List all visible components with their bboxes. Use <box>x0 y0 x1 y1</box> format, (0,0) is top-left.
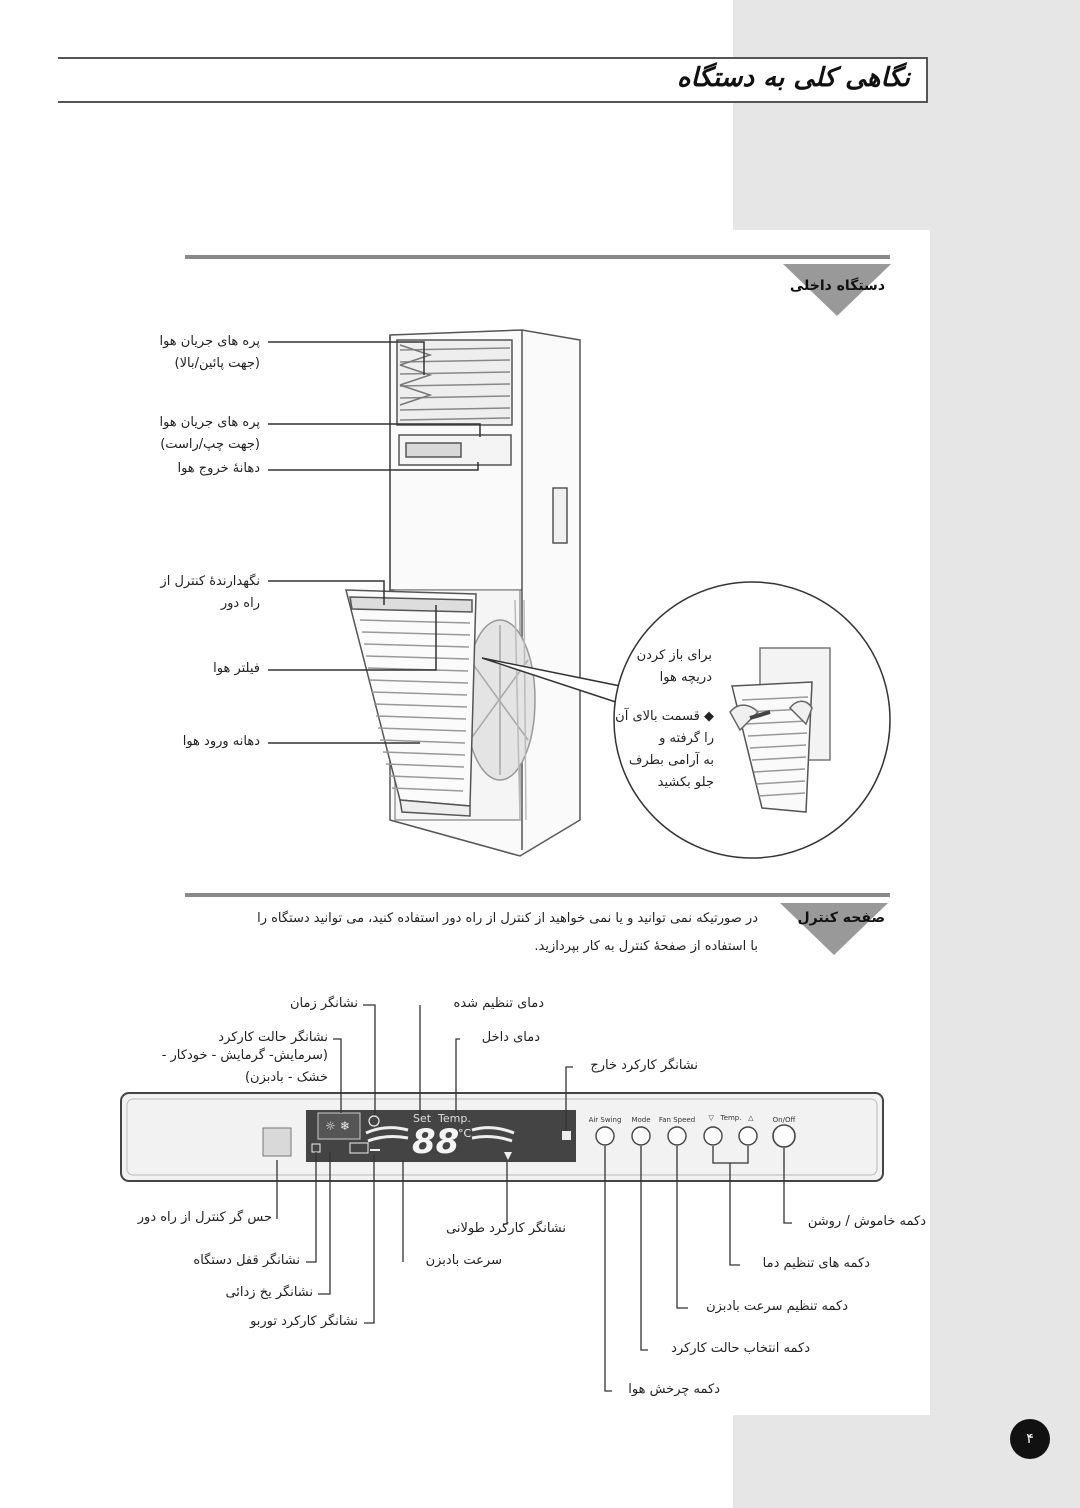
air-swing-button[interactable] <box>596 1127 614 1145</box>
label-fan-speed: سرعت بادبزن <box>425 1253 502 1268</box>
label-on-off-button: دکمه خاموش / روشن <box>807 1214 926 1229</box>
label-mode-list: (سرمایش- گرمایش - خودکار - خشک - بادبزن) <box>120 1045 328 1089</box>
caption-on-off: On/Off <box>772 1116 796 1124</box>
label-room-temp: دمای داخل <box>481 1030 540 1045</box>
label-remote-holder-text: نگهدارندۀ کنترل از <box>160 574 260 589</box>
control-intro: در صورتیکه نمی توانید و یا نمی خواهید از… <box>200 905 758 961</box>
indoor-section-title: دستگاه داخلی <box>789 278 885 294</box>
label-remote-sensor: حس گر کنترل از راه دور <box>137 1210 272 1225</box>
bullet-icon: ◆ <box>704 709 714 724</box>
label-remote-holder: نگهدارندۀ کنترل از راه دور <box>100 571 260 615</box>
inset-step-2: را گرفته و <box>659 731 714 746</box>
label-mode-list-2: خشک - بادبزن) <box>244 1070 328 1085</box>
inset-step-4: جلو بکشید <box>657 775 714 790</box>
label-long-swing: نشانگر کارکرد طولانی <box>446 1221 566 1236</box>
section-marker-control <box>780 903 888 955</box>
label-temp-buttons: دکمه های تنظیم دما <box>762 1256 870 1271</box>
mode-button[interactable] <box>632 1127 650 1145</box>
temp-down-button[interactable] <box>704 1127 722 1145</box>
inset-title-1: برای باز کردن <box>636 648 712 663</box>
section-rule-control <box>185 893 890 897</box>
label-lock: نشانگر قفل دستگاه <box>193 1253 300 1268</box>
label-vertical-louver-text: پره های جریان هوا <box>159 334 260 349</box>
label-mode-button: دکمه انتخاب حالت کارکرد <box>671 1341 810 1356</box>
inset-title-2: دریچه هوا <box>659 670 712 685</box>
side-band-top <box>733 0 1080 230</box>
label-horizontal-louver: پره های جریان هوا (جهت چپ/راست) <box>100 412 260 456</box>
label-mode-list-1: (سرمایش- گرمایش - خودکار - <box>161 1048 328 1063</box>
label-timer: نشانگر زمان <box>289 996 358 1011</box>
page-title: نگاهی کلی به دستگاه <box>677 63 910 93</box>
label-set-temp: دمای تنظیم شده <box>453 996 544 1011</box>
temp-up-button[interactable] <box>739 1127 757 1145</box>
caption-mode: Mode <box>631 1116 651 1124</box>
control-intro-line-1: در صورتیکه نمی توانید و یا نمی خواهید از… <box>257 911 758 926</box>
svg-text:☼: ☼ <box>325 1119 336 1133</box>
section-marker-indoor <box>783 264 891 316</box>
caption-temp: ▽ Temp. △ <box>708 1114 754 1122</box>
caption-fan-speed: Fan Speed <box>658 1116 696 1124</box>
side-band-right <box>930 230 1080 1508</box>
label-air-outlet: دهانۀ خروج هوا <box>177 461 260 476</box>
fan-speed-button[interactable] <box>668 1127 686 1145</box>
title-box: نگاهی کلی به دستگاه <box>58 57 928 103</box>
section-rule-indoor <box>185 255 890 259</box>
display-set-temp: Set Temp. <box>413 1112 471 1125</box>
inset-title: برای باز کردن دریچه هوا <box>600 645 712 689</box>
label-swing-button: دکمه چرخش هوا <box>628 1382 720 1397</box>
label-defrost: نشانگر یخ زدائی <box>225 1285 313 1300</box>
on-off-button[interactable] <box>773 1125 795 1147</box>
caption-air-swing: Air Swing <box>588 1116 622 1124</box>
page-number: ۴ <box>1010 1419 1050 1459</box>
display-digits: 88 <box>412 1122 460 1162</box>
label-remote-holder-text-2: راه دور <box>220 596 260 611</box>
label-turbo: نشانگر کارکرد توربو <box>250 1314 358 1329</box>
inset-step-1: قسمت بالای آن <box>615 709 700 724</box>
svg-text:❄: ❄ <box>340 1119 350 1133</box>
label-outdoor-op: نشانگر کارکرد خارج <box>590 1058 698 1073</box>
inset-step-3: به آرامی بطرف <box>628 753 714 768</box>
label-vertical-louver: پره های جریان هوا (جهت پائین/بالا) <box>100 331 260 375</box>
label-air-filter: فیلتر هوا <box>213 661 260 676</box>
label-air-inlet: دهانه ورود هوا <box>182 734 260 749</box>
label-mode-indicator: نشانگر حالت کارکرد <box>218 1030 328 1045</box>
label-vertical-louver-dir: (جهت پائین/بالا) <box>174 356 260 371</box>
display-unit: °C <box>458 1127 472 1140</box>
inset-steps: ◆ قسمت بالای آن را گرفته و به آرامی بطرف… <box>592 706 714 794</box>
label-fan-button: دکمه تنظیم سرعت بادبزن <box>706 1299 848 1314</box>
control-section-title: صفحه کنترل <box>797 910 886 926</box>
control-intro-line-2: با استفاده از صفحۀ کنترل به کار بپردازید… <box>534 939 758 954</box>
label-horizontal-louver-text: پره های جریان هوا <box>159 415 260 430</box>
label-horizontal-louver-dir: (جهت چپ/راست) <box>160 437 260 452</box>
